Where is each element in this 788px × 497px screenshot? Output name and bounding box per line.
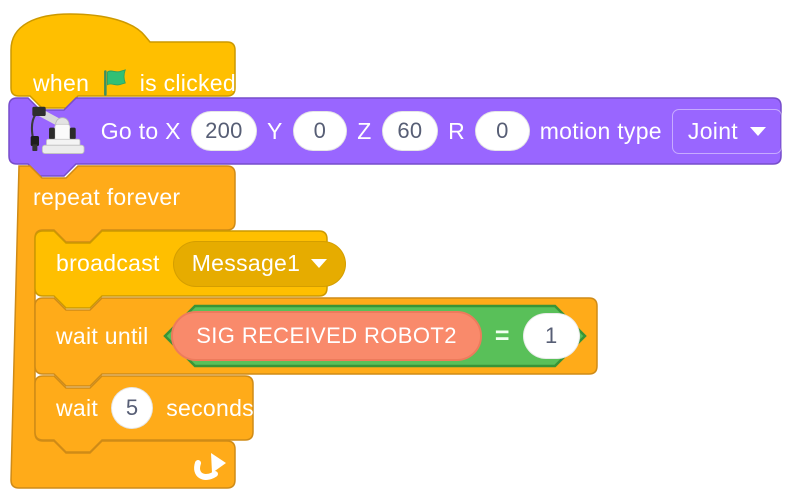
block-wait-seconds[interactable]: wait 5 seconds: [34, 375, 254, 453]
x-input[interactable]: 200: [190, 111, 257, 151]
condition-content: SIG RECEIVED ROBOT2 = 1: [163, 304, 587, 368]
seconds-label: seconds: [166, 394, 254, 421]
green-flag-icon: [104, 69, 127, 96]
block-wait-until[interactable]: wait until SIG RECEIVED ROBOT2 = 1: [34, 297, 598, 387]
go-to-x-label: Go to X: [100, 117, 181, 144]
r-input[interactable]: 0: [475, 111, 530, 151]
equals-condition-hexagon[interactable]: SIG RECEIVED ROBOT2 = 1: [163, 304, 588, 368]
hat-block-shape: [10, 13, 236, 109]
dropdown-arrow-icon: [750, 126, 766, 136]
hat-block-content: when is clicked: [10, 12, 236, 126]
broadcast-message-value: Message1: [191, 250, 301, 276]
when-label: when: [33, 69, 90, 96]
wait-label: wait: [56, 394, 99, 421]
loop-arrow-icon: [194, 453, 226, 480]
wait-duration-input[interactable]: 5: [111, 387, 154, 429]
motion-type-label: motion type: [539, 117, 662, 144]
equals-operator: =: [494, 321, 510, 350]
repeat-forever-content: repeat forever: [10, 165, 236, 230]
wait-until-label: wait until: [56, 322, 149, 349]
z-input[interactable]: 60: [381, 111, 439, 151]
broadcast-message-dropdown[interactable]: Message1: [172, 240, 347, 287]
block-repeat-forever[interactable]: repeat forever: [10, 165, 236, 490]
comparison-value-input[interactable]: 1: [522, 313, 580, 359]
go-to-block-content: Go to X 200 Y 0 Z 60 R 0 motion type Joi…: [8, 97, 782, 165]
dropdown-arrow-icon: [311, 259, 328, 268]
robot-arm-icon: [30, 106, 85, 154]
z-label: Z: [357, 117, 372, 144]
repeat-forever-label: repeat forever: [33, 184, 181, 210]
motion-type-value: Joint: [687, 117, 738, 144]
motion-type-dropdown[interactable]: Joint: [671, 108, 782, 154]
wait-until-content: wait until SIG RECEIVED ROBOT2 = 1: [34, 297, 598, 375]
block-when-flag-clicked[interactable]: when is clicked: [10, 12, 236, 109]
is-clicked-label: is clicked: [139, 69, 236, 96]
broadcast-label: broadcast: [56, 250, 160, 276]
r-label: R: [448, 117, 466, 144]
y-label: Y: [266, 117, 283, 144]
block-broadcast[interactable]: broadcast Message1: [34, 230, 347, 309]
wait-seconds-content: wait 5 seconds: [34, 375, 254, 441]
block-go-to-xyzr[interactable]: Go to X 200 Y 0 Z 60 R 0 motion type Joi…: [8, 97, 782, 177]
y-input[interactable]: 0: [292, 111, 348, 151]
broadcast-content: broadcast Message1: [34, 230, 347, 297]
variable-reporter[interactable]: SIG RECEIVED ROBOT2: [171, 311, 482, 361]
